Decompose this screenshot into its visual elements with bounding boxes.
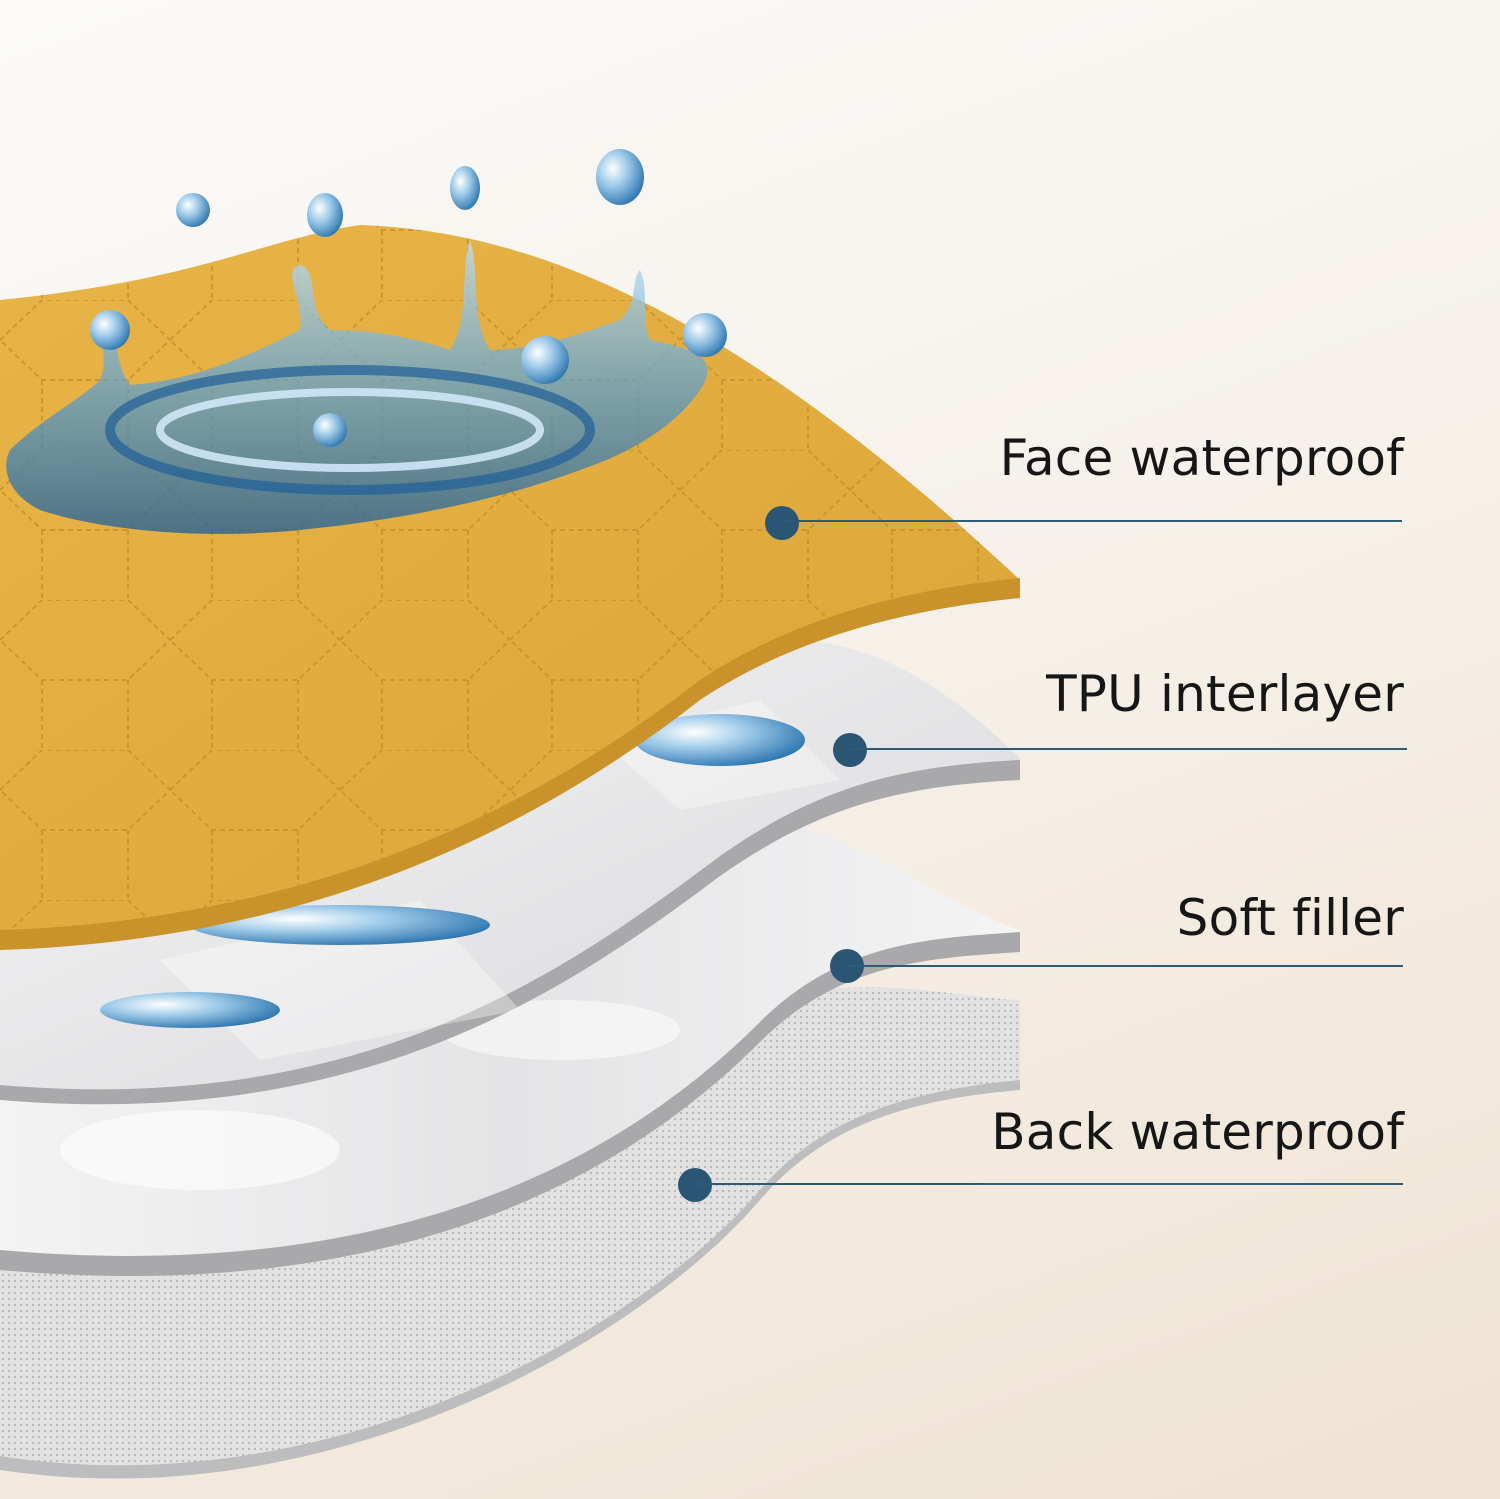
marker-face: [765, 506, 1402, 540]
face-waterproof-label: Face waterproof: [999, 429, 1404, 487]
back-waterproof-layer: [0, 987, 1020, 1479]
soft-filler-label: Soft filler: [1176, 889, 1404, 947]
marker-tpu: [833, 733, 1407, 767]
water-droplet-icon: [100, 714, 805, 1028]
tpu-interlayer-label: TPU interlayer: [1046, 665, 1404, 723]
water-splash-icon: [6, 149, 727, 534]
marker-back: [678, 1168, 1403, 1202]
back-waterproof-label: Back waterproof: [991, 1103, 1404, 1161]
marker-filler: [830, 949, 1403, 983]
